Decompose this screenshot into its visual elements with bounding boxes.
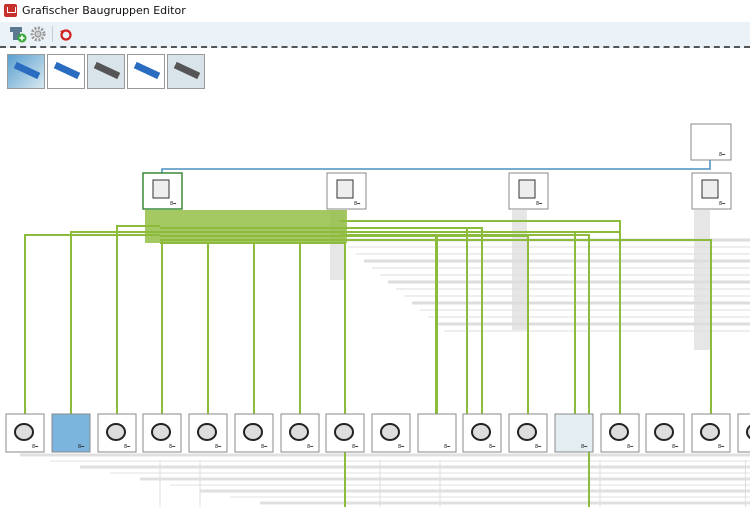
thumbnail-sensor-drawing[interactable] <box>167 54 205 89</box>
add-component-icon[interactable] <box>9 25 27 43</box>
screw-icon <box>471 423 491 441</box>
link-key-icon: 8━ <box>307 444 314 450</box>
pin-icon <box>517 423 537 441</box>
link-key-icon: 8━ <box>444 444 451 450</box>
assembly-graph: 8━ 8━ 8━ 8━ 8━ 8━ 8━ 8━ 8━ 8━ 8━ 8━ 8━ 8━ 8━ 8━ 8━ 8━ 8━ 8━… <box>5 123 750 507</box>
node-cylinder <box>188 413 228 453</box>
link-line <box>340 220 621 414</box>
link-key-icon: 8━ <box>32 444 39 450</box>
link-line <box>340 231 576 414</box>
link-line <box>340 239 712 414</box>
link-key-icon: 8━ <box>215 444 222 450</box>
wedge-icon <box>609 423 629 441</box>
screwdriver-icon <box>654 423 674 441</box>
node-bushing <box>5 413 45 453</box>
link-key-icon: 8━ <box>719 152 726 158</box>
link-key-icon: 8━ <box>398 444 405 450</box>
thumbnail-sensor-drawing[interactable] <box>87 54 125 89</box>
window-title: Grafischer Baugruppen Editor <box>22 4 186 17</box>
node-partial <box>737 413 750 453</box>
cylinder-icon <box>197 423 217 441</box>
housing-icon <box>336 179 354 199</box>
link-line <box>116 225 160 414</box>
link-key-icon: 8━ <box>672 444 679 450</box>
link-line <box>340 227 468 414</box>
node-part-cover <box>51 413 91 453</box>
root-link <box>161 160 711 173</box>
link-key-icon: 8━ <box>352 444 359 450</box>
link-line <box>340 234 590 414</box>
link-key-icon: 8━ <box>124 444 131 450</box>
link-line <box>160 235 438 414</box>
link-key-icon: 8━ <box>581 444 588 450</box>
shadow-link <box>694 210 710 350</box>
link-key-icon: 8━ <box>170 201 177 207</box>
link-line <box>160 242 209 414</box>
link-key-icon: 8━ <box>718 444 725 450</box>
node-drawing <box>554 413 594 453</box>
link-key-icon: 8━ <box>719 201 726 207</box>
housing-icon <box>701 179 719 199</box>
link-line <box>160 242 346 414</box>
ring-icon <box>289 423 309 441</box>
cylinder-icon <box>700 423 720 441</box>
bushing-icon <box>14 423 34 441</box>
thumbnail-blue-sensor-cover[interactable] <box>7 54 45 89</box>
node-blank <box>417 413 457 453</box>
link-key-icon: 8━ <box>261 444 268 450</box>
ring-icon <box>151 423 171 441</box>
link-key-icon: 8━ <box>535 444 542 450</box>
undo-icon[interactable] <box>57 25 75 43</box>
link-key-icon: 8━ <box>169 444 176 450</box>
link-bundle <box>145 210 347 243</box>
link-line <box>160 239 163 414</box>
thumbnail-blue-sensor[interactable] <box>47 54 85 89</box>
node-blank-part <box>690 123 732 161</box>
link-key-icon: 8━ <box>78 444 85 450</box>
link-key-icon: 8━ <box>354 201 361 207</box>
shadow-link <box>512 210 527 330</box>
link-key-icon: 8━ <box>536 201 543 207</box>
housing-icon <box>152 179 170 199</box>
link-key-icon: 8━ <box>627 444 634 450</box>
settings-gear-icon[interactable] <box>29 25 47 43</box>
housing-icon <box>518 179 536 199</box>
rods-icon <box>106 423 126 441</box>
title-bar: Grafischer Baugruppen Editor <box>0 0 750 22</box>
link-line <box>24 234 160 414</box>
partial-icon <box>746 424 750 440</box>
link-line <box>160 242 301 414</box>
toolbar <box>0 22 750 48</box>
thumbnail-blue-sensor[interactable] <box>127 54 165 89</box>
pin-icon <box>380 423 400 441</box>
node-wedge <box>600 413 640 453</box>
link-line <box>70 231 160 414</box>
ring-icon <box>334 423 354 441</box>
ring-icon <box>243 423 263 441</box>
app-logo-icon <box>4 4 17 17</box>
link-key-icon: 8━ <box>489 444 496 450</box>
toolbar-separator <box>52 26 53 42</box>
